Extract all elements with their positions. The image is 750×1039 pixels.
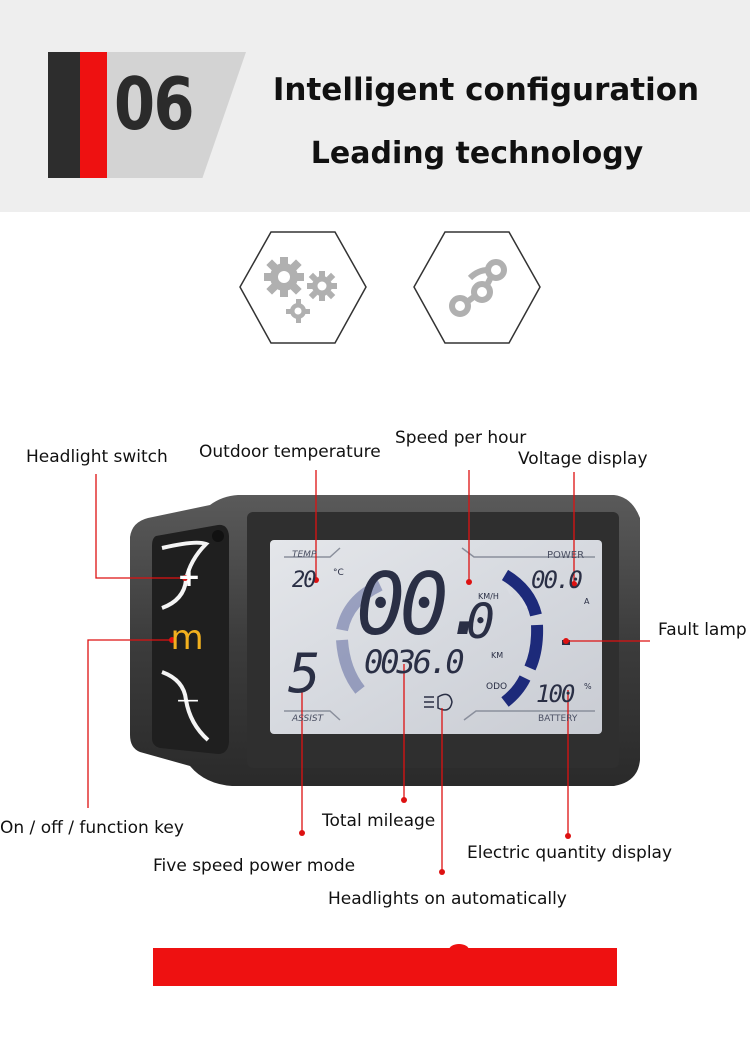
- speed-value-major: 00.: [356, 555, 492, 655]
- callout-headlights-auto: Headlights on automatically: [328, 889, 567, 909]
- odo-label: ODO: [486, 682, 508, 692]
- callout-lines: [87, 470, 650, 872]
- battery-label: BATTERY: [538, 714, 578, 724]
- light-sensor: [212, 530, 224, 542]
- battery-value: 100: [536, 680, 575, 708]
- callout-total-mileage: Total mileage: [322, 811, 436, 831]
- headline-primary: Intelligent configuration: [272, 72, 700, 108]
- headline-secondary: Leading technology: [310, 136, 644, 171]
- callout-speed-per-hour: Speed per hour: [395, 428, 527, 448]
- section-number: 06: [114, 62, 195, 146]
- mode-button[interactable]: m: [170, 618, 204, 658]
- nodes-icon: [413, 231, 541, 344]
- battery-unit: %: [584, 682, 592, 691]
- callout-voltage-display: Voltage display: [518, 449, 648, 469]
- callout-function-key: On / off / function key: [0, 818, 184, 838]
- button-pad: [152, 524, 229, 754]
- speed-unit: KM/H: [478, 592, 499, 601]
- pad-curve-bottom: [161, 670, 210, 742]
- power-unit: A: [584, 597, 590, 606]
- callout-electric-quantity: Electric quantity display: [467, 843, 673, 863]
- callout-outdoor-temperature: Outdoor temperature: [199, 442, 381, 462]
- odo-unit: KM: [491, 651, 504, 660]
- callout-dots: [169, 575, 577, 875]
- gears-icon: [239, 231, 367, 344]
- power-label: POWER: [547, 550, 585, 561]
- dark-stripe: [48, 52, 80, 178]
- odo-value: 0036.0: [364, 643, 465, 681]
- callout-five-speed-mode: Five speed power mode: [153, 856, 356, 876]
- speed-value-minor: 0: [466, 594, 495, 650]
- red-stripe: [80, 52, 107, 178]
- temp-value: 20: [292, 568, 316, 593]
- temp-label: TEMP: [292, 550, 317, 560]
- power-value: 00.0: [531, 566, 583, 594]
- assist-value: 5: [288, 642, 321, 705]
- footer-red-bar: [153, 948, 617, 986]
- minus-button[interactable]: —: [177, 688, 199, 713]
- plus-button[interactable]: +: [177, 560, 201, 593]
- callout-headlight-switch: Headlight switch: [26, 447, 168, 467]
- temp-unit: °C: [333, 568, 344, 578]
- callout-fault-lamp: Fault lamp: [658, 620, 747, 640]
- pad-curve-top: [161, 540, 210, 610]
- assist-label: ASSIST: [292, 714, 324, 724]
